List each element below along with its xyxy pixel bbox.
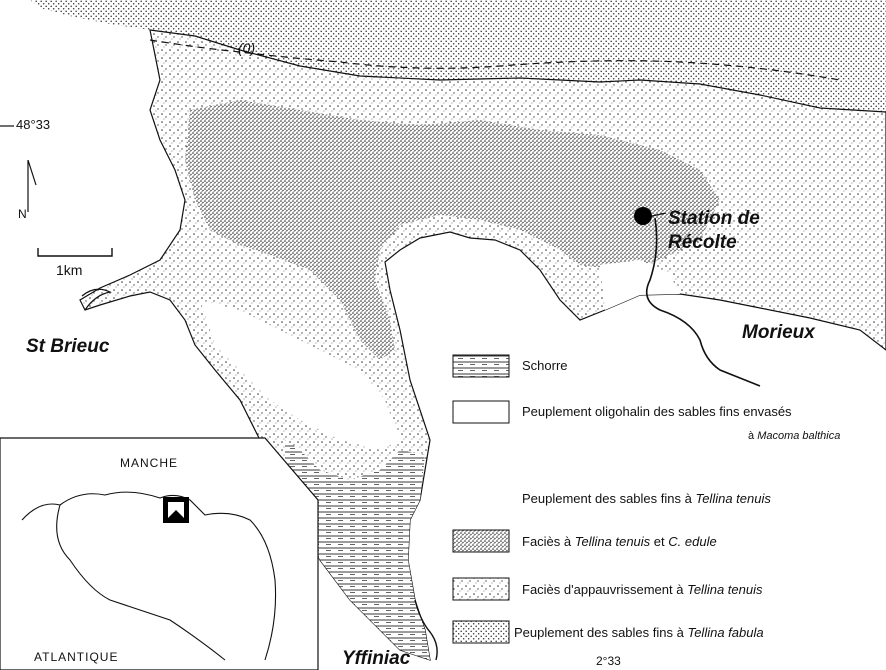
river-morieux — [645, 217, 761, 387]
legend-facies1-mid: et — [653, 534, 665, 549]
inset-map — [0, 437, 319, 670]
legend-tenuis-header: Peuplement des sables fins à Tellina ten… — [522, 491, 771, 506]
legend-fabula-text: Peuplement des sables fins à Tellina fab… — [514, 625, 764, 640]
legend-facies2-text: Faciès d'appauvrissement à Tellina tenui… — [522, 582, 762, 597]
legend-swatch-facies1 — [452, 529, 510, 553]
st-prefix: St — [26, 336, 45, 357]
st-brieuc-label: St Brieuc — [26, 336, 109, 358]
legend-facies2-prefix: Faciès d'appauvrissement à — [522, 582, 684, 597]
scale-label: 1km — [56, 262, 83, 278]
station-marker — [634, 207, 652, 225]
station-label-line1: Station de — [668, 208, 760, 229]
legend-swatch-schorre — [452, 354, 510, 378]
scale-bar — [37, 248, 113, 257]
legend-facies1-species1: Tellina tenuis — [574, 534, 651, 549]
legend-tenuis-species: Tellina tenuis — [695, 491, 771, 506]
legend-swatch-oligohalin — [452, 400, 510, 424]
morieux-label: Morieux — [742, 322, 815, 343]
legend-oligohalin-prefix: à — [748, 430, 755, 442]
inset-atlantique-label: ATLANTIQUE — [34, 650, 119, 664]
station-label-line2: Récolte — [668, 232, 737, 253]
latitude-label: 48°33 — [16, 117, 51, 132]
legend-facies1-prefix: Faciès à — [522, 534, 572, 549]
legend-facies2-species: Tellina tenuis — [687, 582, 763, 597]
zone-facies-dense — [185, 100, 720, 360]
brieuc-text: Brieuc — [50, 336, 110, 357]
isobath-label: (0) — [238, 40, 256, 56]
legend-swatch-facies2 — [452, 577, 510, 601]
north-label: N — [18, 207, 27, 221]
river-yffiniac — [414, 599, 438, 661]
legend-oligohalin-species: Macoma balthica — [757, 430, 841, 442]
isobath-line — [149, 39, 841, 81]
north-arrow — [27, 159, 37, 212]
zone-oligohalin-east — [600, 260, 680, 310]
zone-oligohalin-south — [200, 300, 400, 450]
station-leader — [651, 212, 667, 217]
legend-facies1-species2: C. edule — [668, 534, 717, 549]
legend-facies1-text: Faciès à Tellina tenuis et C. edule — [522, 534, 717, 549]
zone-tellina-fabula — [30, 0, 886, 112]
legend-swatch-fabula — [452, 620, 510, 644]
legend-schorre-text: Schorre — [522, 358, 568, 373]
yffiniac-label: Yffiniac — [342, 648, 411, 669]
inset-manche-label: MANCHE — [120, 456, 179, 470]
legend-oligohalin-line2: à Macoma balthica — [748, 430, 840, 442]
legend-fabula-prefix: Peuplement des sables fins à — [514, 625, 684, 640]
longitude-label: 2°33 — [596, 654, 621, 668]
inset-coastline — [21, 491, 277, 661]
zone-schorre — [285, 440, 430, 660]
legend-fabula-species: Tellina fabula — [687, 625, 764, 640]
legend-tenuis-prefix: Peuplement des sables fins à — [522, 491, 692, 506]
legend-oligohalin-line1: Peuplement oligohalin des sables fins en… — [522, 404, 792, 419]
river-st-brieuc — [81, 288, 112, 311]
